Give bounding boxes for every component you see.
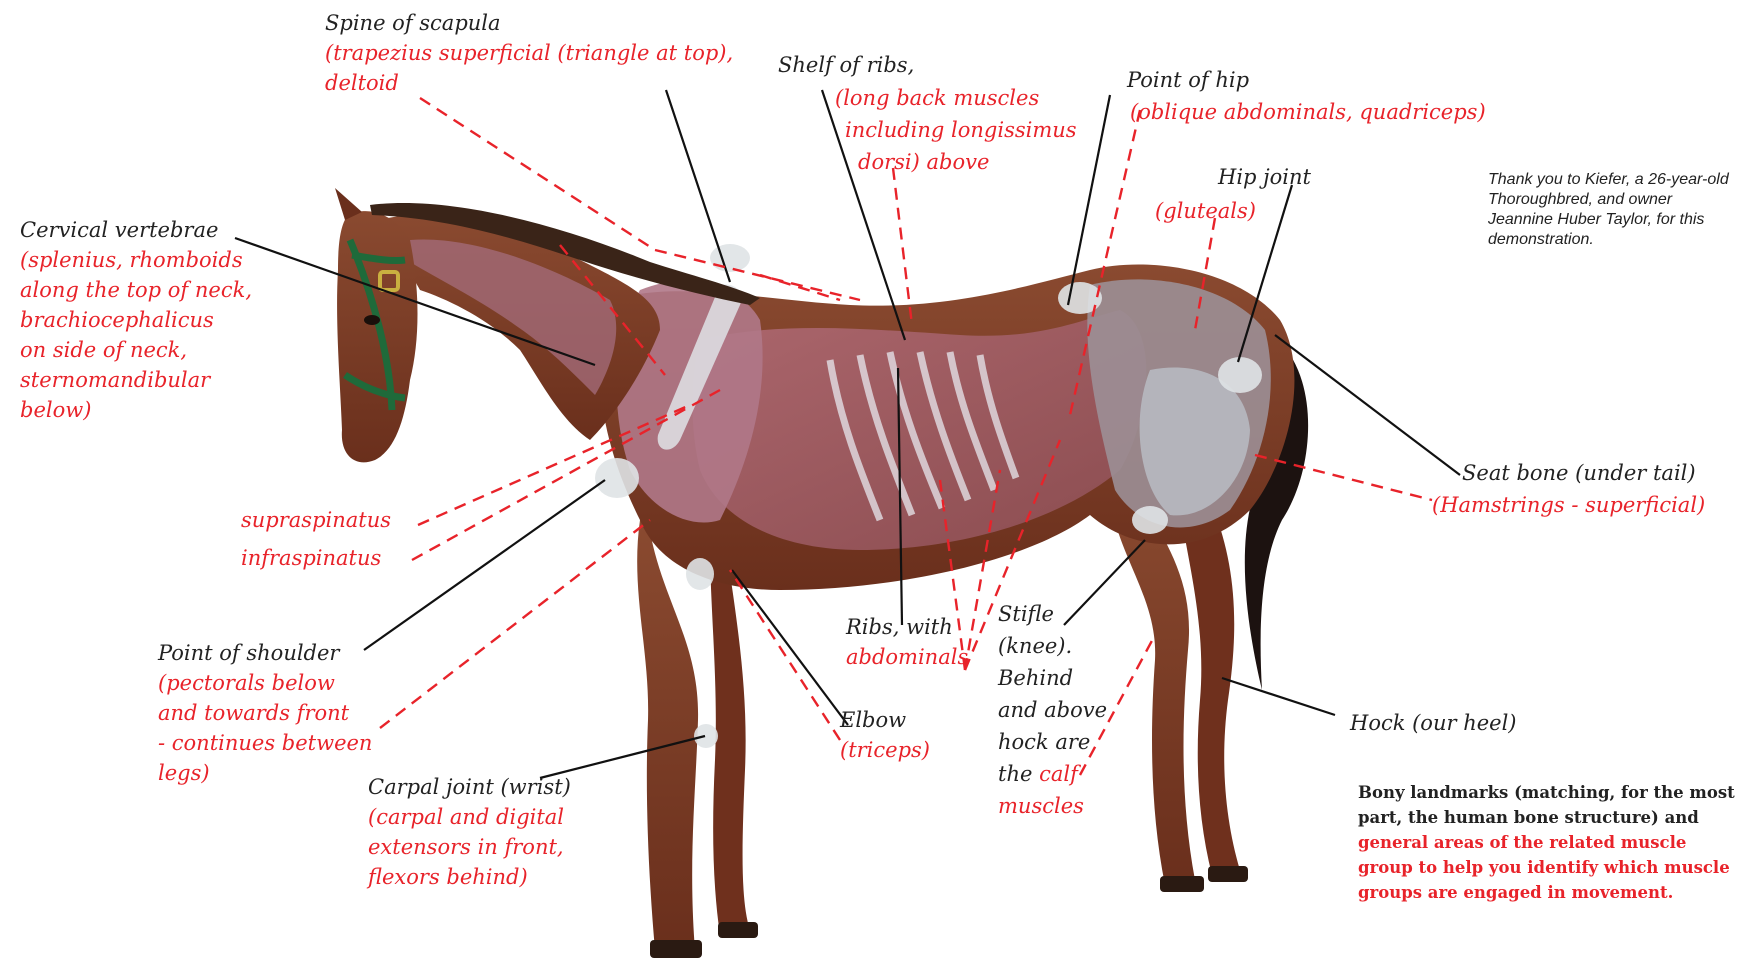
- point-of-shoulder-label: Point of shoulder (pectorals below and t…: [158, 638, 372, 788]
- elbow-label: Elbow (triceps): [840, 705, 930, 765]
- seat-bone-label: Seat bone (under tail): [1462, 458, 1696, 488]
- carpal-joint-label: Carpal joint (wrist) (carpal and digital…: [368, 772, 571, 892]
- shelf-of-ribs-label: Shelf of ribs,: [778, 50, 914, 80]
- cervical-muscles-line2: along the top of neck,: [20, 275, 252, 305]
- hip-joint-title: Hip joint: [1218, 162, 1311, 192]
- carpal-muscles-line3: flexors behind): [368, 862, 571, 892]
- legend-muscle: general areas of the related muscle grou…: [1358, 833, 1730, 902]
- acknowledgement-note: Thank you to Kiefer, a 26-year-old Thoro…: [1488, 170, 1738, 250]
- hip-joint-muscles: (gluteals): [1155, 196, 1256, 226]
- spine-of-scapula-muscles-line2: deltoid: [325, 68, 733, 98]
- supraspinatus-label: supraspinatus: [241, 505, 391, 535]
- shoulder-muscles-line1: (pectorals below: [158, 668, 372, 698]
- shoulder-muscles-line4: legs): [158, 758, 372, 788]
- eye: [364, 315, 380, 325]
- seat-bone-title: Seat bone (under tail): [1462, 458, 1696, 488]
- horse-head: [337, 211, 417, 462]
- shelf-of-ribs-muscles-line3: dorsi) above: [858, 147, 989, 177]
- stifle-muscles: muscles: [998, 790, 1107, 822]
- cervical-muscles-line3: brachiocephalicus: [20, 305, 252, 335]
- infraspinatus-label: infraspinatus: [241, 543, 381, 573]
- far-fore-hoof: [718, 922, 758, 938]
- shelf-of-ribs-title: Shelf of ribs,: [778, 50, 914, 80]
- shelf-of-ribs-muscles-line1: (long back muscles: [835, 83, 1039, 113]
- far-foreleg: [710, 560, 750, 935]
- shoulder-muscles-line2: and towards front: [158, 698, 372, 728]
- ribs-abdominals: abdominals: [846, 642, 968, 672]
- stifle-line5: hock are: [998, 726, 1107, 758]
- point-of-hip-title: Point of hip: [1127, 65, 1249, 95]
- near-foreleg: [637, 520, 698, 950]
- point-of-shoulder-title: Point of shoulder: [158, 638, 372, 668]
- stifle-line4: and above: [998, 694, 1107, 726]
- stifle-label: Stifle (knee). Behind and above hock are…: [998, 598, 1107, 822]
- cervical-vertebrae-label: Cervical vertebrae (splenius, rhomboids …: [20, 215, 252, 425]
- shoulder-muscles-line3: - continues between: [158, 728, 372, 758]
- near-fore-hoof: [650, 940, 702, 958]
- spine-of-scapula-muscles-line1: (trapezius superficial (triangle at top)…: [325, 38, 733, 68]
- hock-label: Hock (our heel): [1350, 708, 1516, 738]
- cervical-muscles-line6: below): [20, 395, 252, 425]
- elbow-triceps: (triceps): [840, 735, 930, 765]
- seat-bone-muscles: (Hamstrings - superficial): [1432, 490, 1705, 520]
- cervical-muscles-line4: on side of neck,: [20, 335, 252, 365]
- near-hind-hoof: [1160, 876, 1204, 892]
- spine-of-scapula-label: Spine of scapula (trapezius superficial …: [325, 8, 733, 98]
- point-of-hip-label: Point of hip: [1127, 65, 1249, 95]
- stifle-line1: Stifle: [998, 598, 1107, 630]
- stifle-line6a: the: [998, 762, 1039, 786]
- spine-of-scapula-title: Spine of scapula: [325, 8, 733, 38]
- stifle-line2: (knee).: [998, 630, 1107, 662]
- shelf-of-ribs-muscles-line2: including longissimus: [845, 115, 1077, 145]
- cervical-muscles-line1: (splenius, rhomboids: [20, 245, 252, 275]
- ribs-with-abdominals-label: Ribs, with abdominals: [846, 612, 968, 672]
- cervical-vertebrae-title: Cervical vertebrae: [20, 215, 252, 245]
- far-hind-hoof: [1208, 866, 1248, 882]
- stifle-line3: Behind: [998, 662, 1107, 694]
- cervical-muscles-line5: sternomandibular: [20, 365, 252, 395]
- carpal-muscles-line2: extensors in front,: [368, 832, 571, 862]
- point-of-hip-muscles: (oblique abdominals, quadriceps): [1130, 97, 1486, 127]
- elbow-title: Elbow: [840, 705, 930, 735]
- stifle-calf: calf: [1039, 762, 1078, 786]
- ribs-title: Ribs, with: [846, 612, 968, 642]
- carpal-muscles-line1: (carpal and digital: [368, 802, 571, 832]
- legend-bony: Bony landmarks (matching, for the most p…: [1358, 783, 1735, 827]
- far-hindleg: [1180, 500, 1240, 875]
- legend-text: Bony landmarks (matching, for the most p…: [1358, 780, 1738, 905]
- carpal-joint-title: Carpal joint (wrist): [368, 772, 571, 802]
